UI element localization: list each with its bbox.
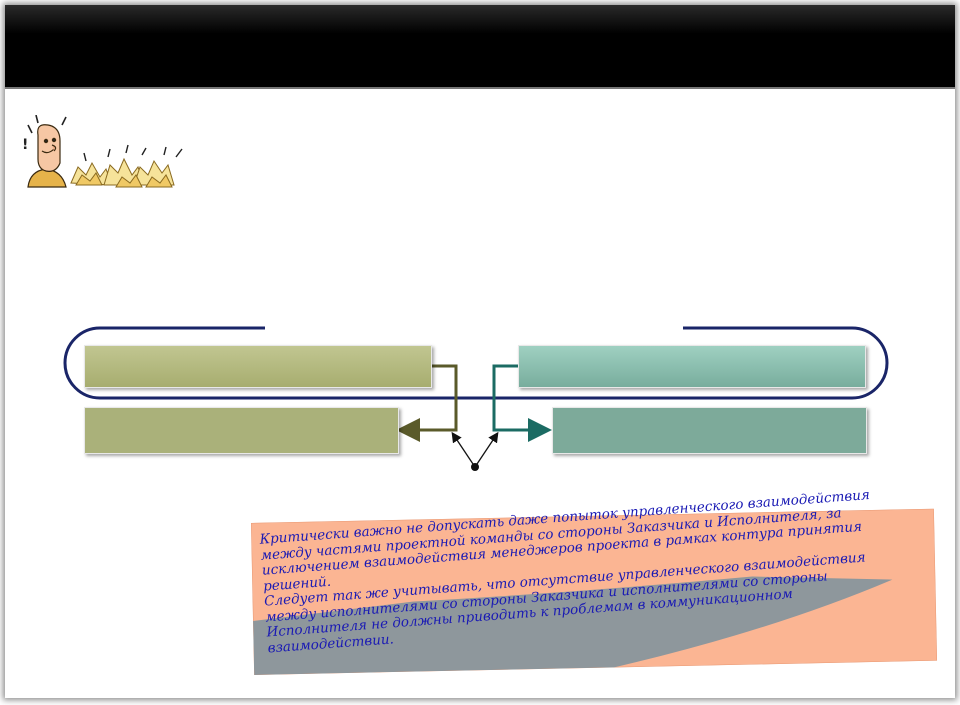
pointer-right <box>474 431 499 468</box>
customer-manager-box <box>84 345 432 388</box>
note-background <box>251 508 938 675</box>
pointer-dot <box>471 463 479 471</box>
header-bar <box>5 5 955 89</box>
contractor-executors-box <box>552 407 867 454</box>
note-card: Критически важно не допускать даже попыт… <box>251 487 938 675</box>
teal-connector <box>492 364 552 442</box>
olive-connector <box>396 364 458 442</box>
svg-text:!: ! <box>22 137 28 153</box>
puzzled-man-with-paper-piles-icon: ! <box>22 115 183 188</box>
customer-executors-box <box>84 407 399 454</box>
contractor-manager-box <box>518 345 866 388</box>
pointer-left <box>451 431 476 468</box>
decision-contour <box>63 326 889 400</box>
